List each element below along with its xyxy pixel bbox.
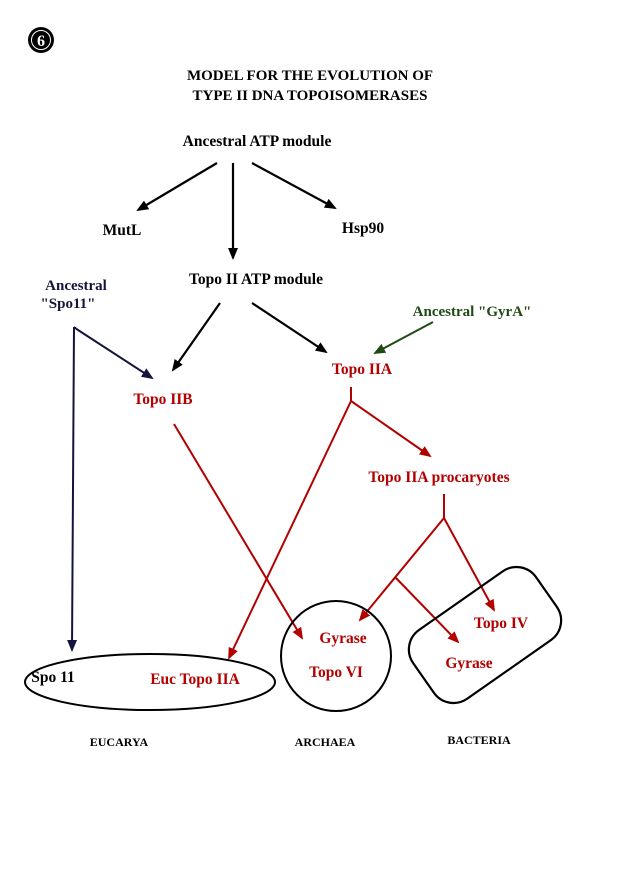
node-mutl: MutL: [103, 222, 142, 239]
arrow-spo11-to-euc-spo11: [67, 326, 78, 652]
node-topo2-atp-module: Topo II ATP module: [189, 271, 323, 288]
domain-bacteria: BACTERIA: [447, 733, 511, 747]
slide-number-badge: 6: [28, 27, 54, 53]
node-ancestral-spo11-line1: Ancestral: [45, 278, 107, 294]
arrow-topo2a-to-procaryotes: [350, 400, 432, 458]
arrow-atp-to-mutl: [136, 162, 218, 212]
domain-eucarya: EUCARYA: [90, 735, 149, 749]
arrow-spo11-to-topo2b: [73, 326, 154, 380]
archaea-circle: [280, 600, 392, 712]
arrow-gyra-to-topo2a: [373, 321, 434, 354]
node-bacteria-topo4: Topo IV: [474, 615, 529, 632]
arrow-procaryotes-to-archaea-gyrase: [358, 517, 445, 622]
title-line-1: MODEL FOR THE EVOLUTION OF: [187, 68, 433, 84]
arrow-atp-to-hsp90: [251, 162, 337, 209]
node-spo11: Spo 11: [31, 669, 75, 686]
node-ancestral-gyra: Ancestral "GyrA": [413, 304, 532, 320]
arrow-branch-to-bacteria-gyrase: [394, 576, 460, 644]
node-hsp90: Hsp90: [342, 220, 384, 237]
arrow-topo2-atp-to-topo2a: [251, 302, 328, 354]
node-archaea-topo6: Topo VI: [309, 664, 363, 681]
node-topo2b: Topo IIB: [133, 391, 192, 408]
node-ancestral-spo11-line2: "Spo11": [40, 296, 95, 312]
node-bacteria-gyrase: Gyrase: [445, 655, 492, 672]
title-line-2: TYPE II DNA TOPOISOMERASES: [193, 88, 428, 104]
arrow-topo2a-to-euc: [228, 400, 352, 660]
arrow-topo2b-to-archaea: [173, 423, 304, 640]
node-ancestral-atp-module: Ancestral ATP module: [183, 133, 332, 150]
arrow-topo2-atp-to-topo2b: [171, 302, 221, 372]
slide-number: 6: [37, 33, 45, 50]
black-arrows: [136, 162, 337, 372]
bacteria-box: [407, 565, 563, 705]
arrow-procaryotes-to-topo4: [443, 517, 495, 612]
navy-arrows: [67, 326, 154, 652]
node-topo2a: Topo IIA: [332, 361, 393, 378]
domain-archaea: ARCHAEA: [295, 735, 356, 749]
eucarya-ellipse: [24, 653, 276, 711]
node-euc-topo2a: Euc Topo IIA: [150, 671, 240, 688]
red-arrows: [173, 387, 495, 660]
node-archaea-gyrase: Gyrase: [319, 630, 366, 647]
node-topo2a-procaryotes: Topo IIA procaryotes: [368, 469, 509, 486]
